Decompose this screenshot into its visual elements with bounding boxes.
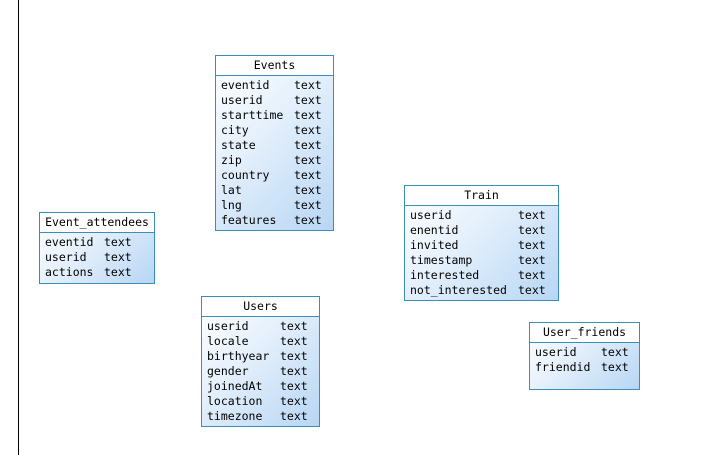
field-type: text [601,345,629,359]
field-name: timezone [207,409,263,423]
field-name: city [221,123,249,137]
field-type: text [294,123,322,137]
field-row[interactable]: userid text [535,345,639,360]
field-name: interested [410,268,480,282]
entity-users[interactable]: Users userid text locale text birthyear tex… [201,296,320,427]
field-type: text [518,223,546,237]
field-name: location [207,394,263,408]
field-row[interactable]: zip text [221,153,333,168]
field-name: locale [207,334,249,348]
field-name: country [221,168,270,182]
field-type: text [280,349,308,363]
field-row[interactable]: location text [207,394,319,409]
field-type: text [104,235,132,249]
field-type: text [294,198,322,212]
canvas-left-border [18,0,19,455]
entity-title: Users [202,297,319,317]
field-type: text [280,334,308,348]
field-type: text [518,253,546,267]
field-name: gender [207,364,249,378]
field-type: text [294,183,322,197]
field-row[interactable]: timestamp text [410,253,558,268]
field-name: userid [410,208,452,222]
field-name: userid [535,345,577,359]
field-name: lat [221,183,242,197]
field-type: text [280,394,308,408]
field-row[interactable]: userid text [45,250,154,265]
entity-user-friends[interactable]: User_friends userid text friendid text [529,322,640,390]
field-row[interactable]: lng text [221,198,333,213]
field-name: features [221,213,277,227]
field-row[interactable]: not_interested text [410,283,558,298]
field-name: starttime [221,108,284,122]
field-row[interactable]: lat text [221,183,333,198]
field-row[interactable]: invited text [410,238,558,253]
entity-title: User_friends [530,323,639,343]
field-type: text [294,213,322,227]
entity-title: Train [405,186,558,206]
field-name: friendid [535,360,591,374]
field-row[interactable]: locale text [207,334,319,349]
field-type: text [294,138,322,152]
field-name: timestamp [410,253,473,267]
field-type: text [518,238,546,252]
field-row[interactable]: city text [221,123,333,138]
field-name: birthyear [207,349,270,363]
field-row[interactable]: gender text [207,364,319,379]
field-row[interactable]: eventid text [221,78,333,93]
field-name: eventid [221,78,270,92]
field-type: text [104,250,132,264]
field-row[interactable]: timezone text [207,409,319,424]
field-type: text [601,360,629,374]
field-type: text [280,409,308,423]
field-name: userid [207,319,249,333]
field-row[interactable]: state text [221,138,333,153]
field-name: actions [45,265,94,279]
entity-events[interactable]: Events eventid text userid text starttime t… [215,55,334,231]
field-name: userid [45,250,87,264]
field-row[interactable]: friendid text [535,360,639,375]
field-type: text [280,364,308,378]
field-name: enentid [410,223,459,237]
field-row[interactable]: userid text [207,319,319,334]
field-row[interactable]: userid text [221,93,333,108]
field-name: userid [221,93,263,107]
field-row[interactable]: actions text [45,265,154,280]
field-row[interactable]: starttime text [221,108,333,123]
field-name: eventid [45,235,94,249]
field-type: text [280,319,308,333]
field-name: invited [410,238,459,252]
field-type: text [294,93,322,107]
field-type: text [518,208,546,222]
entity-title: Event_attendees [40,213,154,233]
field-type: text [280,379,308,393]
field-type: text [294,108,322,122]
field-row[interactable]: interested text [410,268,558,283]
entity-title: Events [216,56,333,76]
field-type: text [104,265,132,279]
field-type: text [294,78,322,92]
field-row[interactable]: birthyear text [207,349,319,364]
field-row[interactable]: joinedAt text [207,379,319,394]
field-name: not_interested [410,283,507,297]
field-type: text [294,168,322,182]
field-row[interactable]: eventid text [45,235,154,250]
entity-train[interactable]: Train userid text enentid text invited text… [404,185,559,301]
field-row[interactable]: country text [221,168,333,183]
field-row[interactable]: userid text [410,208,558,223]
field-name: zip [221,153,242,167]
field-name: lng [221,198,242,212]
field-type: text [518,283,546,297]
field-row[interactable]: enentid text [410,223,558,238]
entity-event-attendees[interactable]: Event_attendees eventid text userid text a… [39,212,155,284]
field-name: joinedAt [207,379,263,393]
field-type: text [294,153,322,167]
field-name: state [221,138,256,152]
field-type: text [518,268,546,282]
field-row[interactable]: features text [221,213,333,228]
